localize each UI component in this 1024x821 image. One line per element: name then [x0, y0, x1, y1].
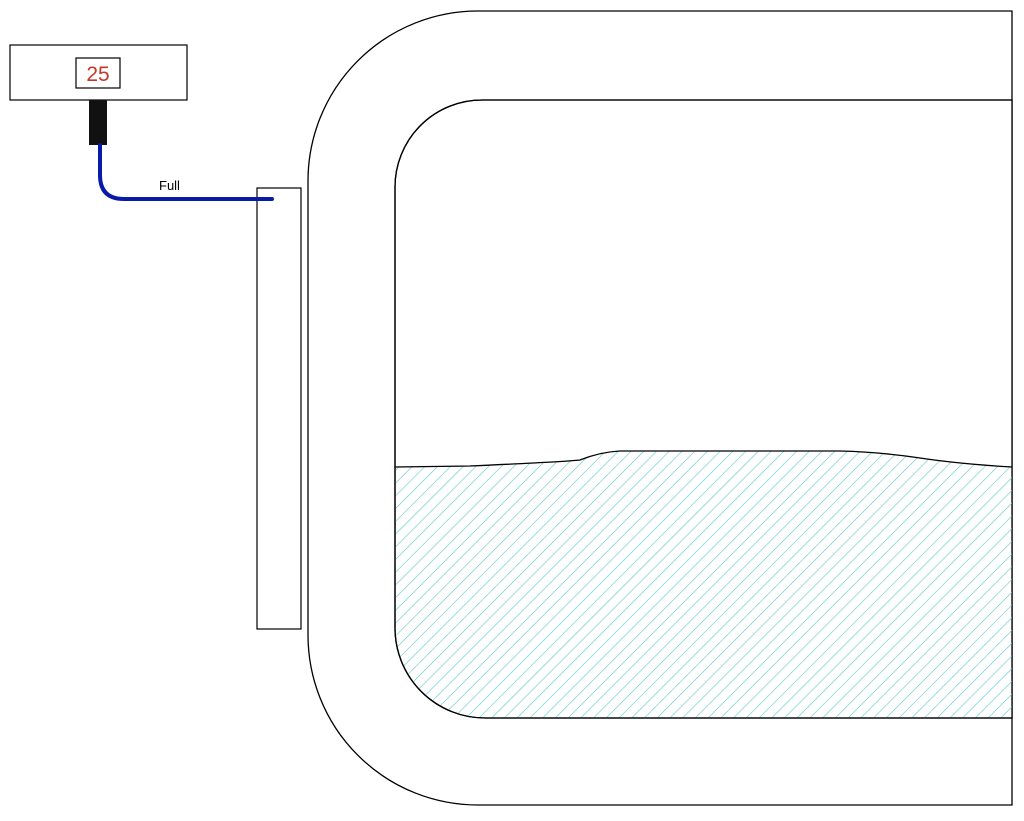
probe-connector — [89, 100, 107, 145]
digital-readout-icon — [75, 57, 121, 89]
tank-inner-wall-overlay — [394, 99, 1012, 719]
liquid-surface — [395, 450, 1012, 468]
liquid-region — [395, 450, 1012, 718]
sight-glass-tube — [256, 187, 302, 630]
liquid-fill — [395, 451, 1012, 718]
probe-cable — [98, 143, 274, 201]
sensor-reading: 25 — [86, 63, 109, 86]
probe-label: Full — [159, 178, 180, 193]
